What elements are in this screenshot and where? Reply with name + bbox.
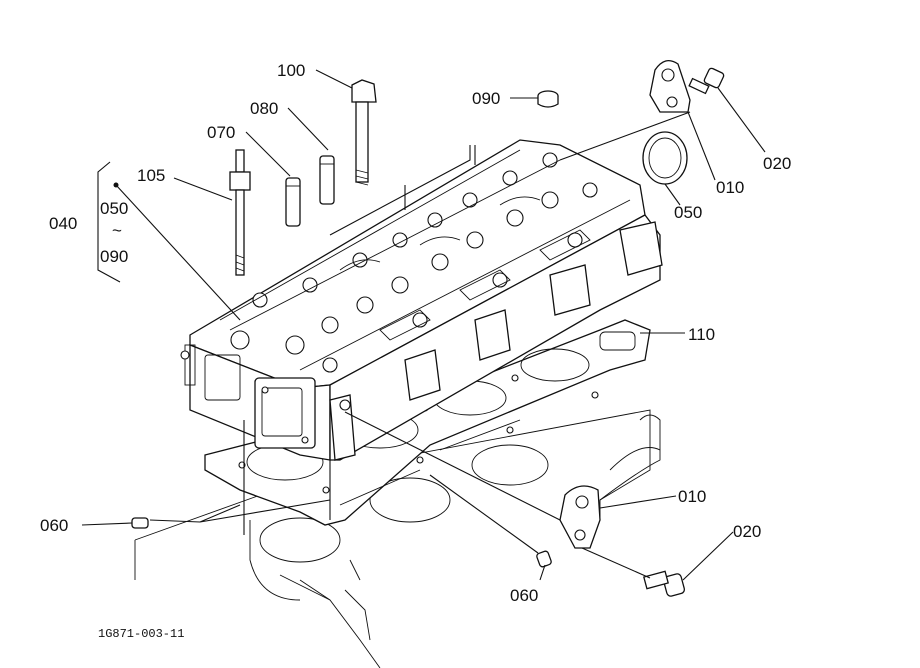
valve-seats — [230, 152, 598, 373]
callout-090: 090 — [472, 89, 500, 108]
callout-110: 110 — [688, 325, 715, 344]
plug-050 — [642, 131, 688, 185]
engine-block — [134, 409, 661, 668]
callout-050: 050 — [674, 203, 702, 222]
hanger-010-top — [649, 59, 691, 113]
diagram-code: 1G871-003-11 — [98, 627, 184, 641]
valve-guide-080 — [319, 155, 335, 205]
callout-100: 100 — [277, 61, 305, 80]
leader-lines — [81, 69, 766, 581]
plug-090 — [537, 90, 559, 108]
callout-105: 105 — [137, 166, 165, 185]
callout-tilde: ~ — [112, 221, 122, 240]
callout-060-bottom: 060 — [510, 586, 538, 605]
callout-020-top: 020 — [763, 154, 791, 173]
dowel-pin-060-bottom — [536, 550, 552, 568]
cylinder-head-stud-105 — [229, 149, 251, 276]
bolt-020-bottom — [643, 570, 686, 597]
callout-090-group: 090 — [100, 247, 128, 266]
hanger-010-bottom — [559, 485, 601, 549]
callout-050-group: 050 — [100, 199, 128, 218]
valve-guide-070 — [285, 177, 301, 227]
callout-010-bottom: 010 — [678, 487, 706, 506]
callout-020-bottom: 020 — [733, 522, 761, 541]
head-bolt-100 — [351, 79, 377, 186]
dowel-pin-060-left — [131, 517, 149, 529]
callout-010-top: 010 — [716, 178, 744, 197]
callout-labels: 100 080 070 105 040 050 ~ 090 090 020 01… — [40, 61, 791, 641]
callout-040: 040 — [49, 214, 77, 233]
callout-080: 080 — [250, 99, 278, 118]
callout-060-left: 060 — [40, 516, 68, 535]
callout-070: 070 — [207, 123, 235, 142]
cylinder-head — [180, 139, 663, 461]
bolt-020-top — [688, 67, 725, 95]
